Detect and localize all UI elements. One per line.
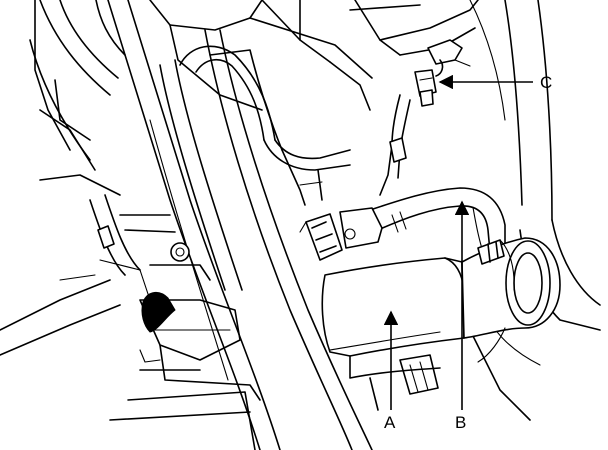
duct-clamp <box>461 237 561 363</box>
callout-label-a: A <box>384 413 396 432</box>
sensor-c <box>379 39 471 196</box>
lower-tray <box>109 292 261 450</box>
callout-label-c: C <box>540 73 553 92</box>
upper-body-structure <box>39 0 506 121</box>
left-components <box>0 0 211 356</box>
hose-b <box>369 187 506 253</box>
upper-duct <box>179 45 351 206</box>
callout-label-b: B <box>455 413 467 432</box>
frame-rails <box>107 0 373 450</box>
intake-duct-a <box>321 257 465 411</box>
hose-connector <box>299 207 383 261</box>
callout-leaders <box>383 74 533 410</box>
